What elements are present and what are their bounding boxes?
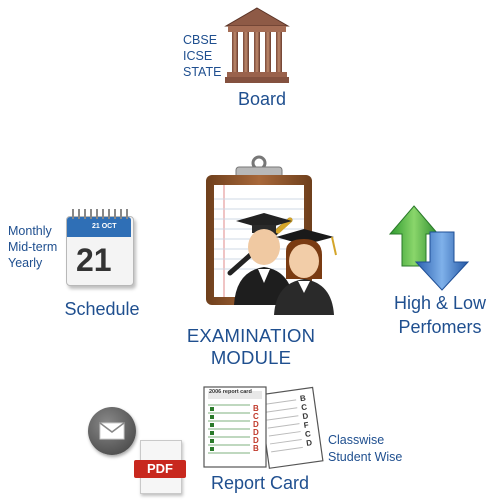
svg-text:B: B (253, 404, 259, 413)
report-card-label: Report Card (210, 473, 310, 493)
report-card-title: 2006 report card (209, 389, 252, 395)
performers-line2: Perfomers (398, 317, 482, 337)
mail-icon (88, 407, 136, 455)
center-title-line2: MODULE (210, 347, 292, 368)
center-title-line1: EXAMINATION (186, 325, 316, 346)
report-card-item: Classwise (328, 433, 385, 447)
svg-text:C: C (253, 412, 259, 421)
pdf-file-icon: PDF (134, 440, 186, 496)
svg-text:B: B (299, 394, 306, 404)
svg-text:C: C (301, 402, 308, 412)
calendar-icon: 21 OCT 21 (62, 206, 138, 288)
board-item: STATE (183, 65, 222, 79)
schedule-label: Schedule (64, 299, 140, 319)
up-down-arrows-icon (388, 205, 470, 291)
clipboard-graduates-icon (206, 155, 337, 315)
board-item: ICSE (183, 49, 213, 63)
board-list: CBSE ICSE STATE (183, 32, 243, 80)
calendar-month: 21 OCT (92, 223, 117, 230)
svg-text:D: D (253, 420, 259, 429)
svg-text:D: D (253, 436, 259, 445)
performers-label: High & Low Perfomers (384, 291, 496, 339)
report-card-item: Student Wise (328, 450, 403, 464)
svg-text:F: F (303, 420, 309, 430)
schedule-list: Monthly Mid-term Yearly (8, 223, 78, 271)
examination-module-title: EXAMINATION MODULE (176, 325, 326, 369)
report-card-list: Classwise Student Wise (328, 432, 438, 466)
calendar-day: 21 (76, 242, 112, 278)
report-card-icon: BCD FCD BCD DDB (203, 386, 324, 469)
performers-line1: High & Low (393, 293, 487, 313)
building-icon (224, 7, 290, 83)
schedule-item: Monthly (8, 224, 52, 238)
board-label: Board (237, 89, 287, 109)
svg-text:C: C (304, 429, 311, 439)
svg-text:B: B (253, 444, 259, 453)
svg-text:D: D (253, 428, 259, 437)
schedule-item: Yearly (8, 256, 43, 270)
pdf-label: PDF (147, 461, 173, 476)
svg-text:D: D (302, 411, 309, 421)
svg-text:D: D (306, 438, 313, 448)
board-item: CBSE (183, 33, 218, 47)
schedule-item: Mid-term (8, 240, 58, 254)
